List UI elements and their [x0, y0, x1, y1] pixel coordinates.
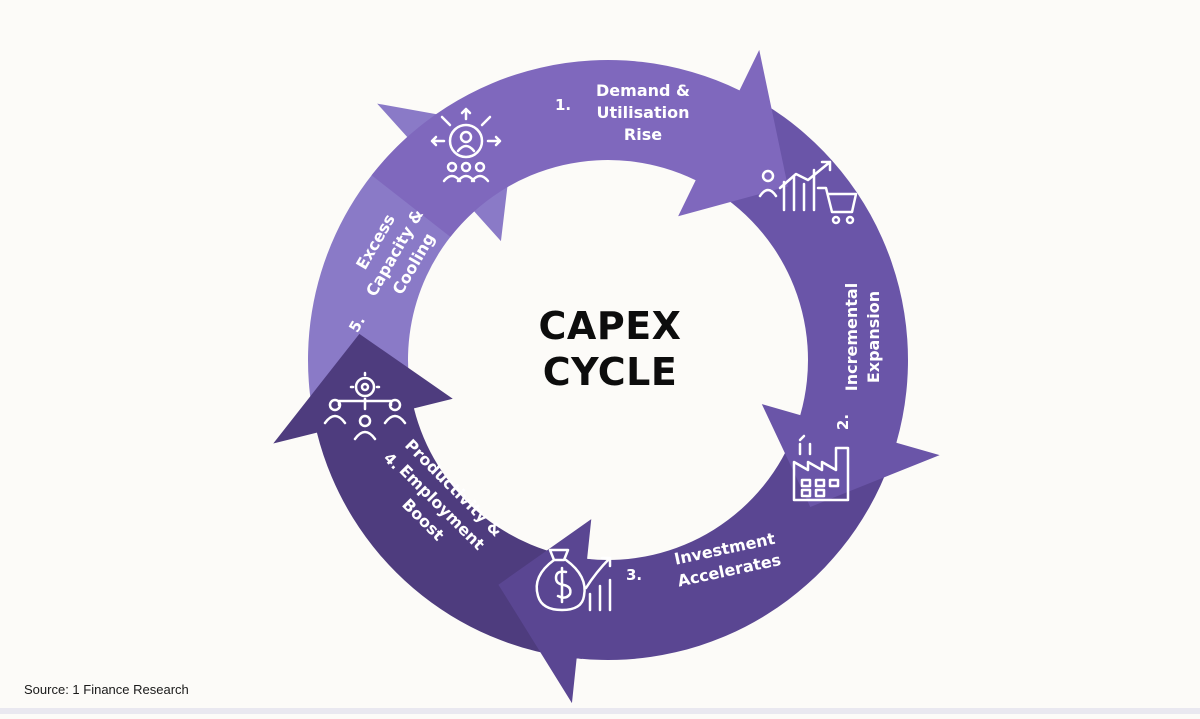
- step-2-label: Incremental Expansion: [841, 257, 885, 417]
- step-2-line-2: Expansion: [864, 290, 883, 384]
- step-1-line-2: Utilisation: [596, 103, 690, 122]
- source-note: Source: 1 Finance Research: [24, 682, 189, 697]
- step-1-line-1: Demand &: [596, 81, 690, 100]
- title-line-1: CAPEX: [538, 304, 682, 348]
- title-line-2: CYCLE: [542, 350, 678, 394]
- step-2-number: 2.: [834, 413, 853, 431]
- step-3-number: 3.: [626, 566, 643, 584]
- step-1-number: 1.: [555, 96, 572, 114]
- diagram-title: CAPEX CYCLE: [510, 303, 710, 395]
- step-1-label: Demand & Utilisation Rise: [583, 80, 703, 146]
- step-2-line-1: Incremental: [842, 282, 861, 392]
- cycle-arrow-step-1: [371, 49, 788, 237]
- step-1-line-3: Rise: [623, 125, 663, 144]
- bottom-strip: [0, 708, 1200, 714]
- people-network-icon: [430, 107, 502, 183]
- money-bag-growth-icon: [535, 548, 612, 612]
- cycle-arrow-step-3: [498, 428, 890, 704]
- team-gear-icon: [323, 371, 407, 441]
- growth-chart-cart-icon: [758, 160, 858, 225]
- factory-icon: [792, 434, 850, 502]
